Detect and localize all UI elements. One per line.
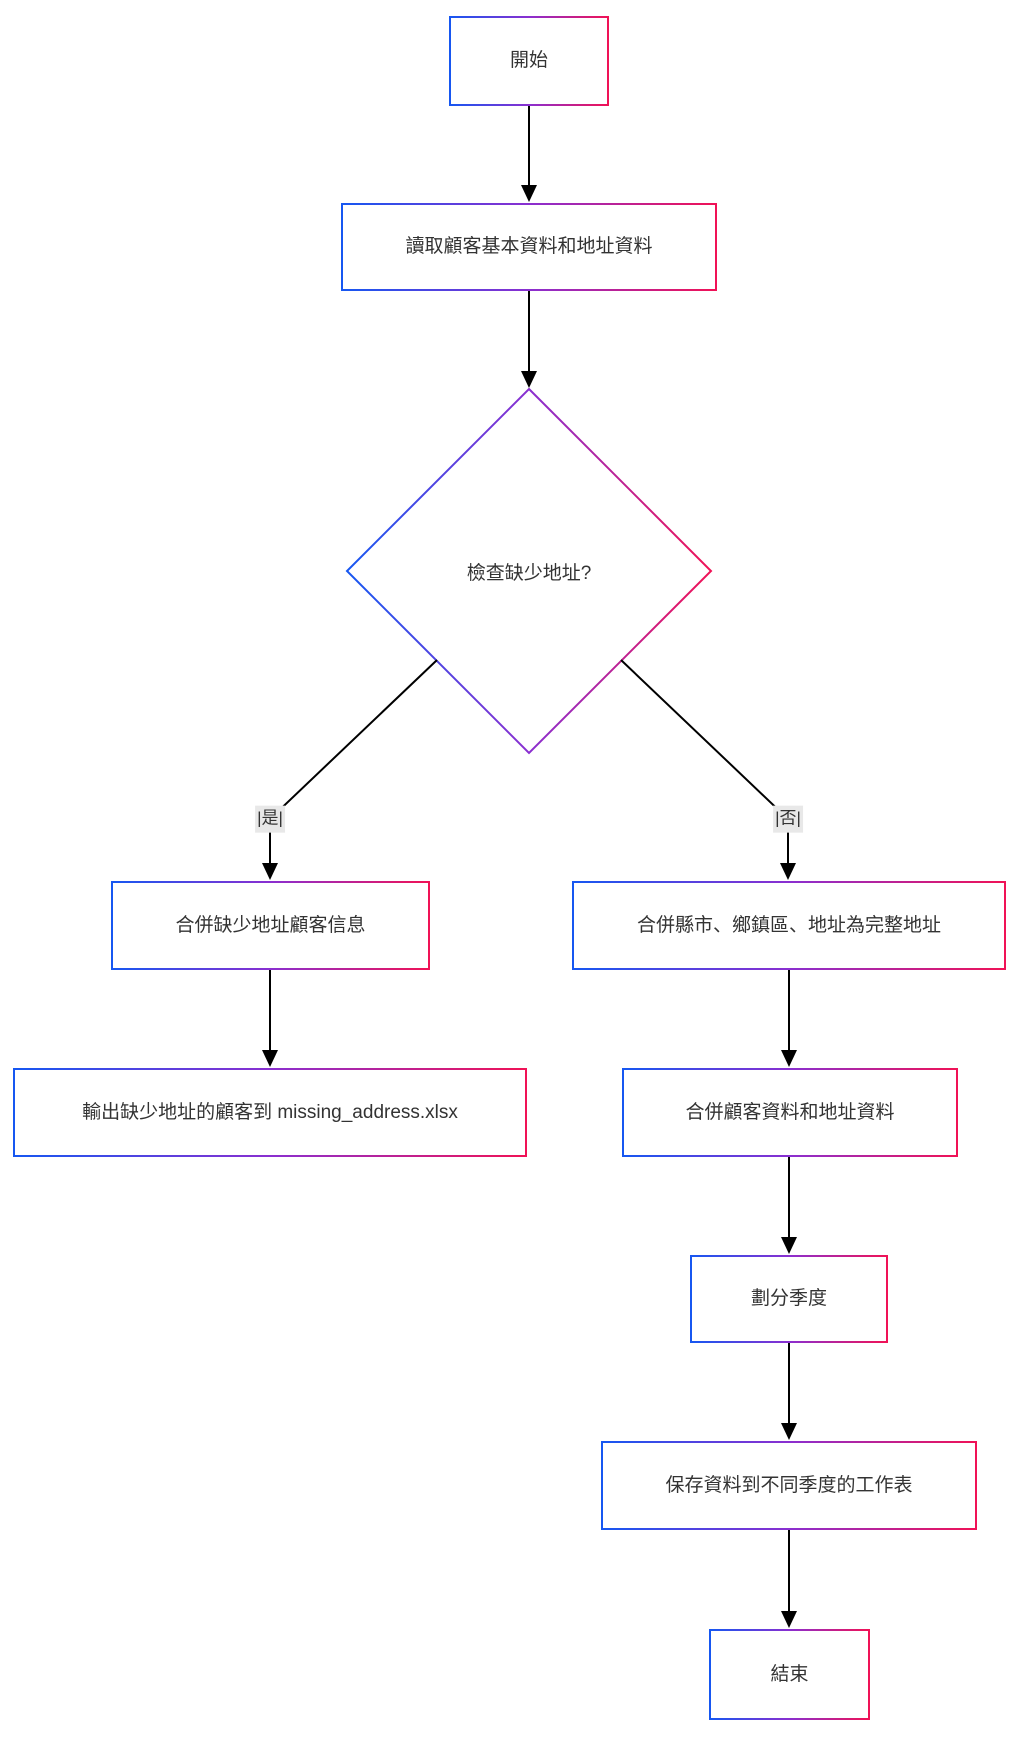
node-output-missing-xlsx-label: 輸出缺少地址的顧客到 missing_address.xlsx	[82, 1101, 458, 1123]
node-read-data-label: 讀取顧客基本資料和地址資料	[405, 236, 653, 258]
node-start-label: 開始	[509, 50, 548, 72]
node-split-quarters-label: 劃分季度	[750, 1288, 827, 1310]
edge-merge-missing-to-output	[262, 970, 278, 1067]
edge-start-to-read	[521, 106, 537, 202]
node-check-missing-label: 檢查缺少地址?	[466, 562, 592, 584]
edge-split-to-save	[781, 1343, 797, 1440]
node-save-quarter-sheets: 保存資料到不同季度的工作表	[601, 1441, 977, 1530]
node-save-quarter-sheets-label: 保存資料到不同季度的工作表	[665, 1474, 913, 1496]
node-merge-missing-info: 合併缺少地址顧客信息	[111, 881, 430, 970]
edge-decision-no	[620, 659, 796, 880]
node-merge-customer-address: 合併顧客資料和地址資料	[622, 1068, 958, 1157]
node-split-quarters: 劃分季度	[690, 1255, 888, 1343]
edge-merge-customer-to-split	[781, 1157, 797, 1254]
edge-label-yes: |是|	[255, 805, 285, 833]
node-start: 開始	[449, 16, 609, 106]
edge-label-no: |否|	[773, 805, 803, 833]
edge-decision-yes	[262, 659, 438, 880]
node-end: 結束	[709, 1629, 870, 1720]
node-output-missing-xlsx: 輸出缺少地址的顧客到 missing_address.xlsx	[13, 1068, 527, 1157]
node-read-data: 讀取顧客基本資料和地址資料	[341, 203, 717, 291]
node-merge-full-address-label: 合併縣市、鄉鎮區、地址為完整地址	[636, 914, 941, 936]
node-merge-full-address: 合併縣市、鄉鎮區、地址為完整地址	[572, 881, 1006, 970]
edge-read-to-decision	[521, 291, 537, 388]
node-check-missing-label-box: 檢查缺少地址?	[379, 551, 679, 591]
decision-diamond-shape	[345, 387, 713, 755]
edge-full-address-to-merge-customer	[781, 970, 797, 1067]
node-merge-customer-address-label: 合併顧客資料和地址資料	[685, 1101, 895, 1123]
node-merge-missing-info-label: 合併缺少地址顧客信息	[175, 914, 366, 936]
edge-save-to-end	[781, 1530, 797, 1628]
node-end-label: 結束	[770, 1663, 809, 1685]
